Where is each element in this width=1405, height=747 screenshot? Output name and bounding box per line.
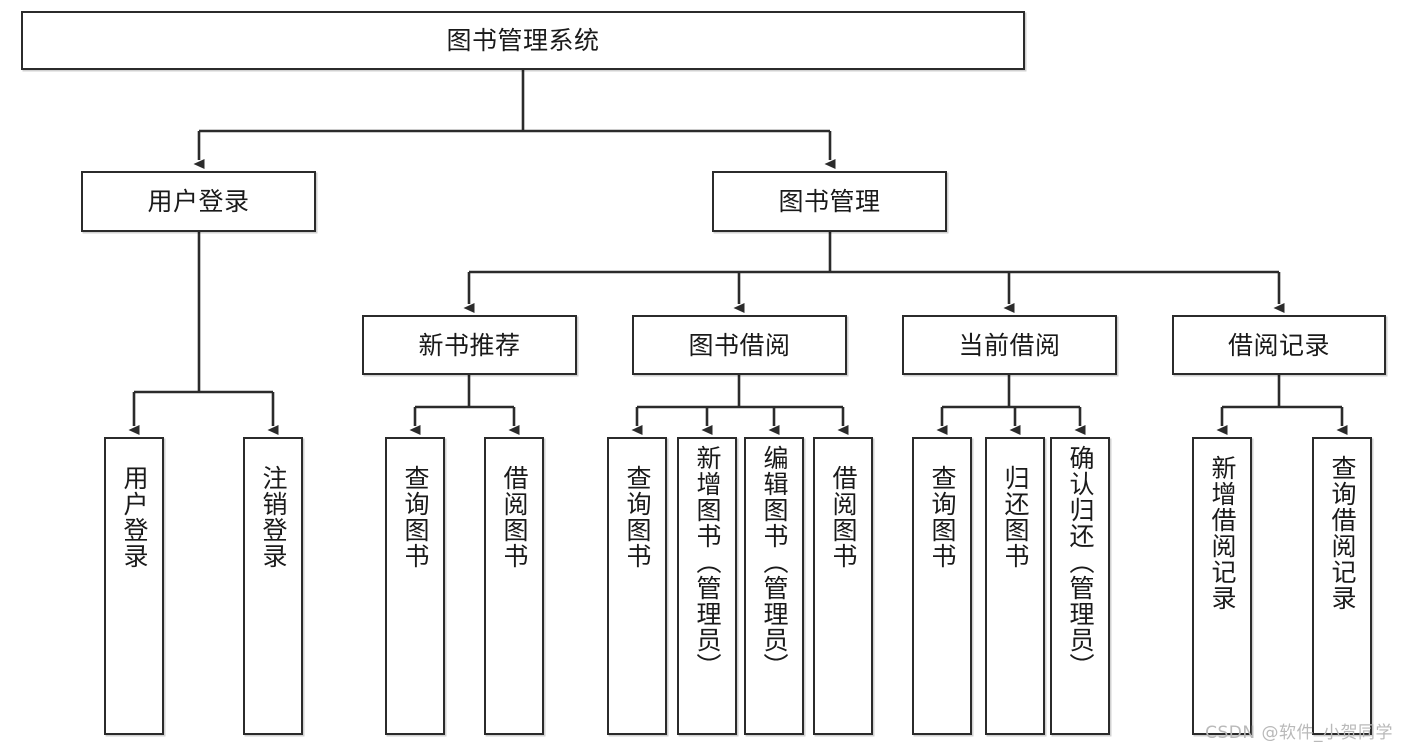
node-new-book-recommend-label: 新书推荐 [418,330,521,360]
node-leaf-query-book-2[interactable]: 查询图书 [607,437,667,735]
node-leaf-add-book[interactable]: 新增图书（管理员） [677,437,737,735]
node-leaf-confirm-return[interactable]: 确认归还（管理员） [1050,437,1110,735]
node-leaf-query-book-1[interactable]: 查询图书 [385,437,445,735]
node-leaf-add-record[interactable]: 新增借阅记录 [1192,437,1252,735]
node-leaf-user-login[interactable]: 用户登录 [104,437,164,735]
node-leaf-query-record[interactable]: 查询借阅记录 [1312,437,1372,735]
node-leaf-confirm-return-label: 确认归还（管理员） [1066,445,1095,679]
node-leaf-borrow-book-1[interactable]: 借阅图书 [484,437,544,735]
node-borrow-record-label: 借阅记录 [1227,330,1330,360]
node-leaf-add-record-label: 新增借阅记录 [1208,455,1237,611]
node-leaf-borrow-book-1-label: 借阅图书 [500,465,529,569]
node-leaf-logout[interactable]: 注销登录 [243,437,303,735]
node-new-book-recommend[interactable]: 新书推荐 [362,315,577,375]
node-book-borrow[interactable]: 图书借阅 [632,315,847,375]
node-leaf-return-book-label: 归还图书 [1001,465,1030,569]
node-leaf-edit-book[interactable]: 编辑图书（管理员） [744,437,804,735]
node-leaf-add-book-label: 新增图书（管理员） [693,445,722,679]
node-user-login[interactable]: 用户登录 [81,171,316,232]
node-leaf-query-record-label: 查询借阅记录 [1328,455,1357,611]
node-book-manage[interactable]: 图书管理 [712,171,947,232]
node-borrow-record[interactable]: 借阅记录 [1172,315,1386,375]
node-leaf-edit-book-label: 编辑图书（管理员） [760,445,789,679]
node-leaf-query-book-1-label: 查询图书 [401,465,430,569]
node-book-manage-label: 图书管理 [778,187,881,216]
node-current-borrow[interactable]: 当前借阅 [902,315,1117,375]
node-leaf-borrow-book-2[interactable]: 借阅图书 [813,437,873,735]
node-user-login-label: 用户登录 [147,187,250,216]
node-leaf-query-book-3[interactable]: 查询图书 [912,437,972,735]
node-book-borrow-label: 图书借阅 [688,330,791,360]
node-leaf-query-book-2-label: 查询图书 [623,465,652,569]
node-current-borrow-label: 当前借阅 [958,330,1061,360]
node-leaf-return-book[interactable]: 归还图书 [985,437,1045,735]
node-root[interactable]: 图书管理系统 [21,11,1025,70]
node-leaf-user-login-label: 用户登录 [120,465,149,569]
node-leaf-logout-label: 注销登录 [259,465,288,569]
node-root-label: 图书管理系统 [446,26,600,55]
node-leaf-borrow-book-2-label: 借阅图书 [829,465,858,569]
node-leaf-query-book-3-label: 查询图书 [928,465,957,569]
